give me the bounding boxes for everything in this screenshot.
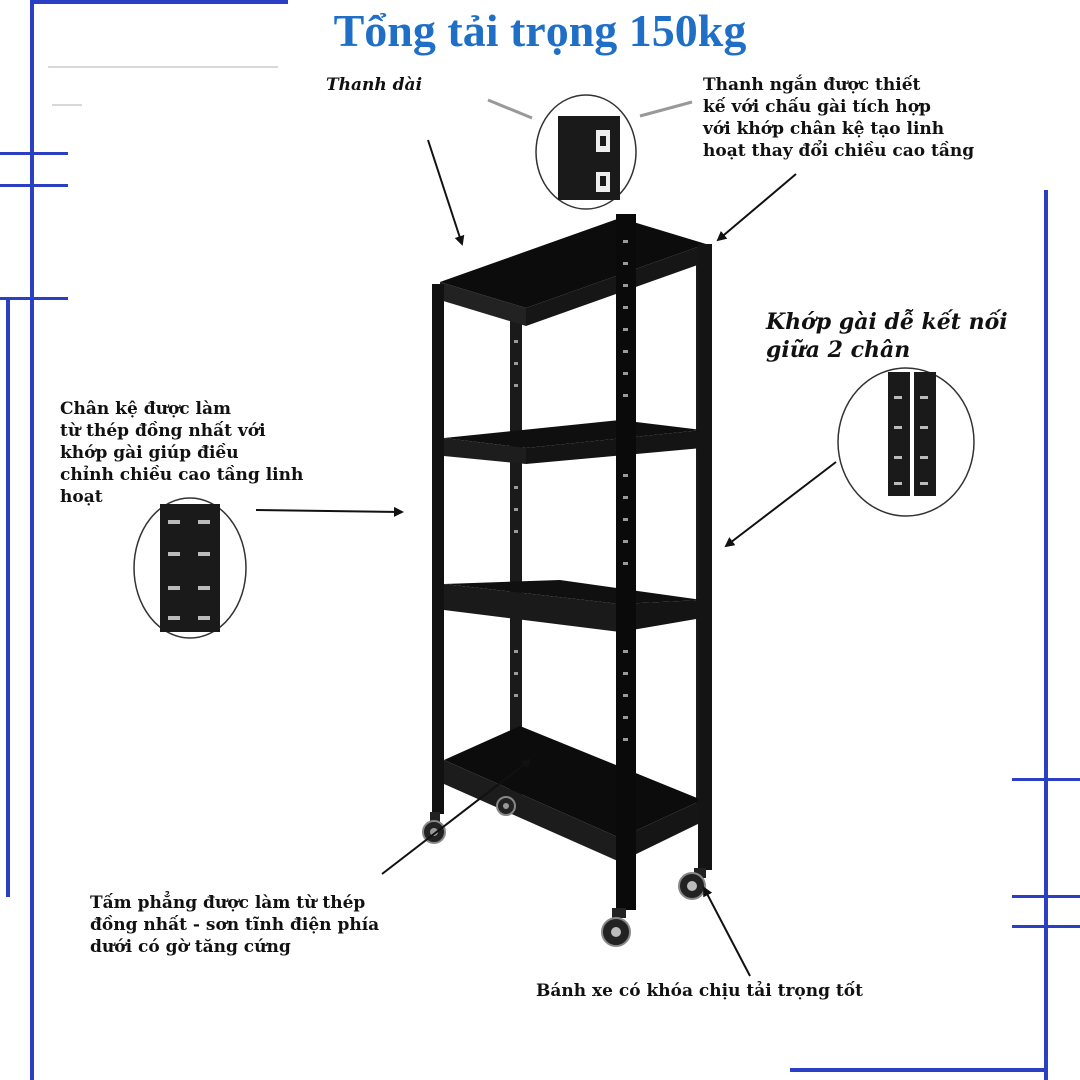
frame-tick <box>1012 895 1080 898</box>
frame-tick <box>0 184 68 187</box>
label-panel: Tấm phẳng được làm từ thép đồng nhất - s… <box>90 893 380 957</box>
frame-tick <box>0 297 68 300</box>
shelf-bottom <box>444 726 702 862</box>
frame-line-left <box>30 0 34 1080</box>
arrow-wheel <box>703 886 751 977</box>
short-bar-detail-callout <box>487 94 693 210</box>
joint-detail-callout <box>837 367 975 517</box>
label-leg: Chân kệ được làm từ thép đồng nhất với k… <box>60 399 304 507</box>
leg-detail-callout <box>133 497 247 639</box>
shelf-top <box>440 218 706 326</box>
arrow-long-bar <box>427 139 465 246</box>
arrow-leg <box>255 506 404 517</box>
frame-tick <box>1012 925 1080 928</box>
faint-mark <box>52 104 82 106</box>
frame-line-top <box>30 0 288 4</box>
wheel <box>496 796 516 816</box>
label-joint: Khớp gài dễ kết nối giữa 2 chân <box>766 309 1008 363</box>
shelf-3 <box>444 580 702 632</box>
arrow-joint <box>724 461 837 548</box>
frame-line-left-inner <box>6 297 10 897</box>
arrow-short-bar <box>716 173 797 242</box>
front-upright-right <box>698 244 712 870</box>
front-upright-left <box>432 284 444 814</box>
frame-tick <box>1012 778 1080 781</box>
page-title: Tổng tải trọng 150kg <box>333 5 747 56</box>
label-wheel: Bánh xe có khóa chịu tải trọng tốt <box>536 981 863 1001</box>
wheel <box>678 868 706 900</box>
frame-tick <box>0 152 68 155</box>
label-long-bar: Thanh dài <box>326 75 423 95</box>
arrow-panel <box>381 758 532 875</box>
wheel <box>601 908 631 947</box>
frame-line-right <box>1044 190 1048 1080</box>
faint-mark <box>48 66 278 68</box>
shelf-2 <box>444 420 702 464</box>
label-short-bar: Thanh ngắn được thiết kế với chấu gài tí… <box>703 75 975 161</box>
frame-line-bottom <box>790 1068 1048 1072</box>
upright-holes <box>514 240 628 741</box>
